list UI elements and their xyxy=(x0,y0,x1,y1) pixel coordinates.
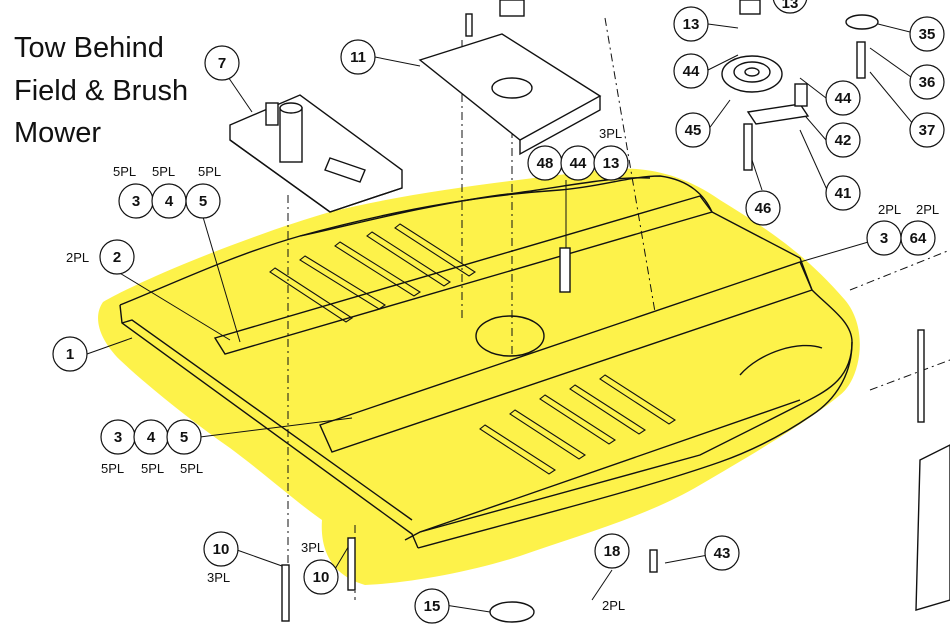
callout-64: 64 xyxy=(910,230,927,247)
callout-circle-11 xyxy=(340,39,376,75)
callout-circle-64 xyxy=(900,220,936,256)
idler-arm-41 xyxy=(746,103,810,125)
vent-slots xyxy=(269,223,677,475)
callout-circle-18 xyxy=(594,533,630,569)
callout-13a: 13 xyxy=(683,16,700,33)
callout-group: 7 11 13 44 45 13 44 42 41 46 35 36 xyxy=(52,0,945,624)
callout-circle-13a xyxy=(673,6,709,42)
callout-35: 35 xyxy=(919,26,936,43)
callout-circle-7 xyxy=(204,45,240,81)
callout-1: 1 xyxy=(66,346,74,363)
callout-5a: 5 xyxy=(199,193,207,210)
callout-circle-5a xyxy=(185,183,221,219)
right-side-part xyxy=(915,444,950,611)
qty-5pl-c3: 5PL xyxy=(180,461,203,476)
deck-bottom-lip xyxy=(419,399,801,533)
title-line-3: Mower xyxy=(14,117,102,149)
callout-circle-41 xyxy=(825,175,861,211)
qty-2pl-b1: 2PL xyxy=(878,202,901,217)
bolt-37 xyxy=(856,41,866,79)
callout-4c: 4 xyxy=(147,429,156,446)
callout-13c: 13 xyxy=(603,155,620,172)
qty-2pl-18: 2PL xyxy=(602,598,625,613)
deck-front-lip xyxy=(121,319,413,521)
spindle-hole xyxy=(475,315,545,357)
callout-42: 42 xyxy=(835,132,852,149)
callout-10a: 10 xyxy=(213,541,230,558)
callout-circle-43 xyxy=(704,535,740,571)
qty-5pl-a2: 5PL xyxy=(152,164,175,179)
callout-18: 18 xyxy=(604,543,621,560)
callout-circle-46 xyxy=(745,190,781,226)
callout-37: 37 xyxy=(919,122,936,139)
title-line-2: Field & Brush xyxy=(14,75,189,107)
callout-44a: 44 xyxy=(683,63,700,80)
qty-3pl-10a: 3PL xyxy=(207,570,230,585)
callout-4a: 4 xyxy=(165,193,174,210)
callout-circle-36 xyxy=(909,64,945,100)
callout-44c: 44 xyxy=(570,155,587,172)
callout-circle-13c xyxy=(593,145,629,181)
callout-circle-10b xyxy=(303,559,339,595)
part-7-post xyxy=(279,107,303,163)
rail-front xyxy=(319,261,813,453)
washer-35 xyxy=(845,14,879,30)
callout-41: 41 xyxy=(835,185,852,202)
title-line-1: Tow Behind xyxy=(14,32,164,64)
callout-15: 15 xyxy=(424,598,441,615)
callout-3b: 3 xyxy=(880,230,888,247)
callout-48: 48 xyxy=(537,155,554,172)
deck-right-curve xyxy=(739,344,823,376)
callout-11: 11 xyxy=(350,49,366,66)
rail-back xyxy=(213,195,714,355)
callout-3a: 3 xyxy=(132,193,140,210)
callout-10b: 10 xyxy=(313,569,330,586)
qty-5pl-a3: 5PL xyxy=(198,164,221,179)
callout-circle-42 xyxy=(825,122,861,158)
callout-circle-15 xyxy=(414,588,450,624)
callout-46: 46 xyxy=(755,200,772,217)
callout-36: 36 xyxy=(919,74,936,91)
callout-circle-35 xyxy=(909,16,945,52)
callout-circle-44b xyxy=(825,80,861,116)
deck-right-skirt xyxy=(417,341,853,549)
qty-5pl-c2: 5PL xyxy=(141,461,164,476)
qty-2pl-2: 2PL xyxy=(66,250,89,265)
callout-circle-5c xyxy=(166,419,202,455)
callout-circle-2 xyxy=(99,239,135,275)
qty-3pl-top: 3PL xyxy=(599,126,622,141)
callout-7: 7 xyxy=(218,55,226,72)
callout-3c: 3 xyxy=(114,429,122,446)
callout-13b: 13 xyxy=(782,0,799,12)
callout-44b: 44 xyxy=(835,90,852,107)
callout-45: 45 xyxy=(685,122,702,139)
qty-5pl-a1: 5PL xyxy=(113,164,136,179)
callout-5c: 5 xyxy=(180,429,188,446)
callout-circle-37 xyxy=(909,112,945,148)
callout-circle-10a xyxy=(203,531,239,567)
callout-circle-1 xyxy=(52,336,88,372)
upper-parts xyxy=(229,0,950,623)
callout-43: 43 xyxy=(714,545,731,562)
qty-2pl-b2: 2PL xyxy=(916,202,939,217)
qty-3pl-10b: 3PL xyxy=(301,540,324,555)
callout-circle-13b xyxy=(772,0,808,14)
callout-circle-45 xyxy=(675,112,711,148)
quantity-labels: 3PL 5PL 5PL 5PL 2PL 2PL 2PL 5PL 5PL 5PL … xyxy=(66,126,939,613)
qty-5pl-c1: 5PL xyxy=(101,461,124,476)
callout-circle-44a xyxy=(673,53,709,89)
callout-2: 2 xyxy=(113,249,121,266)
part-7-bracket xyxy=(229,94,403,213)
